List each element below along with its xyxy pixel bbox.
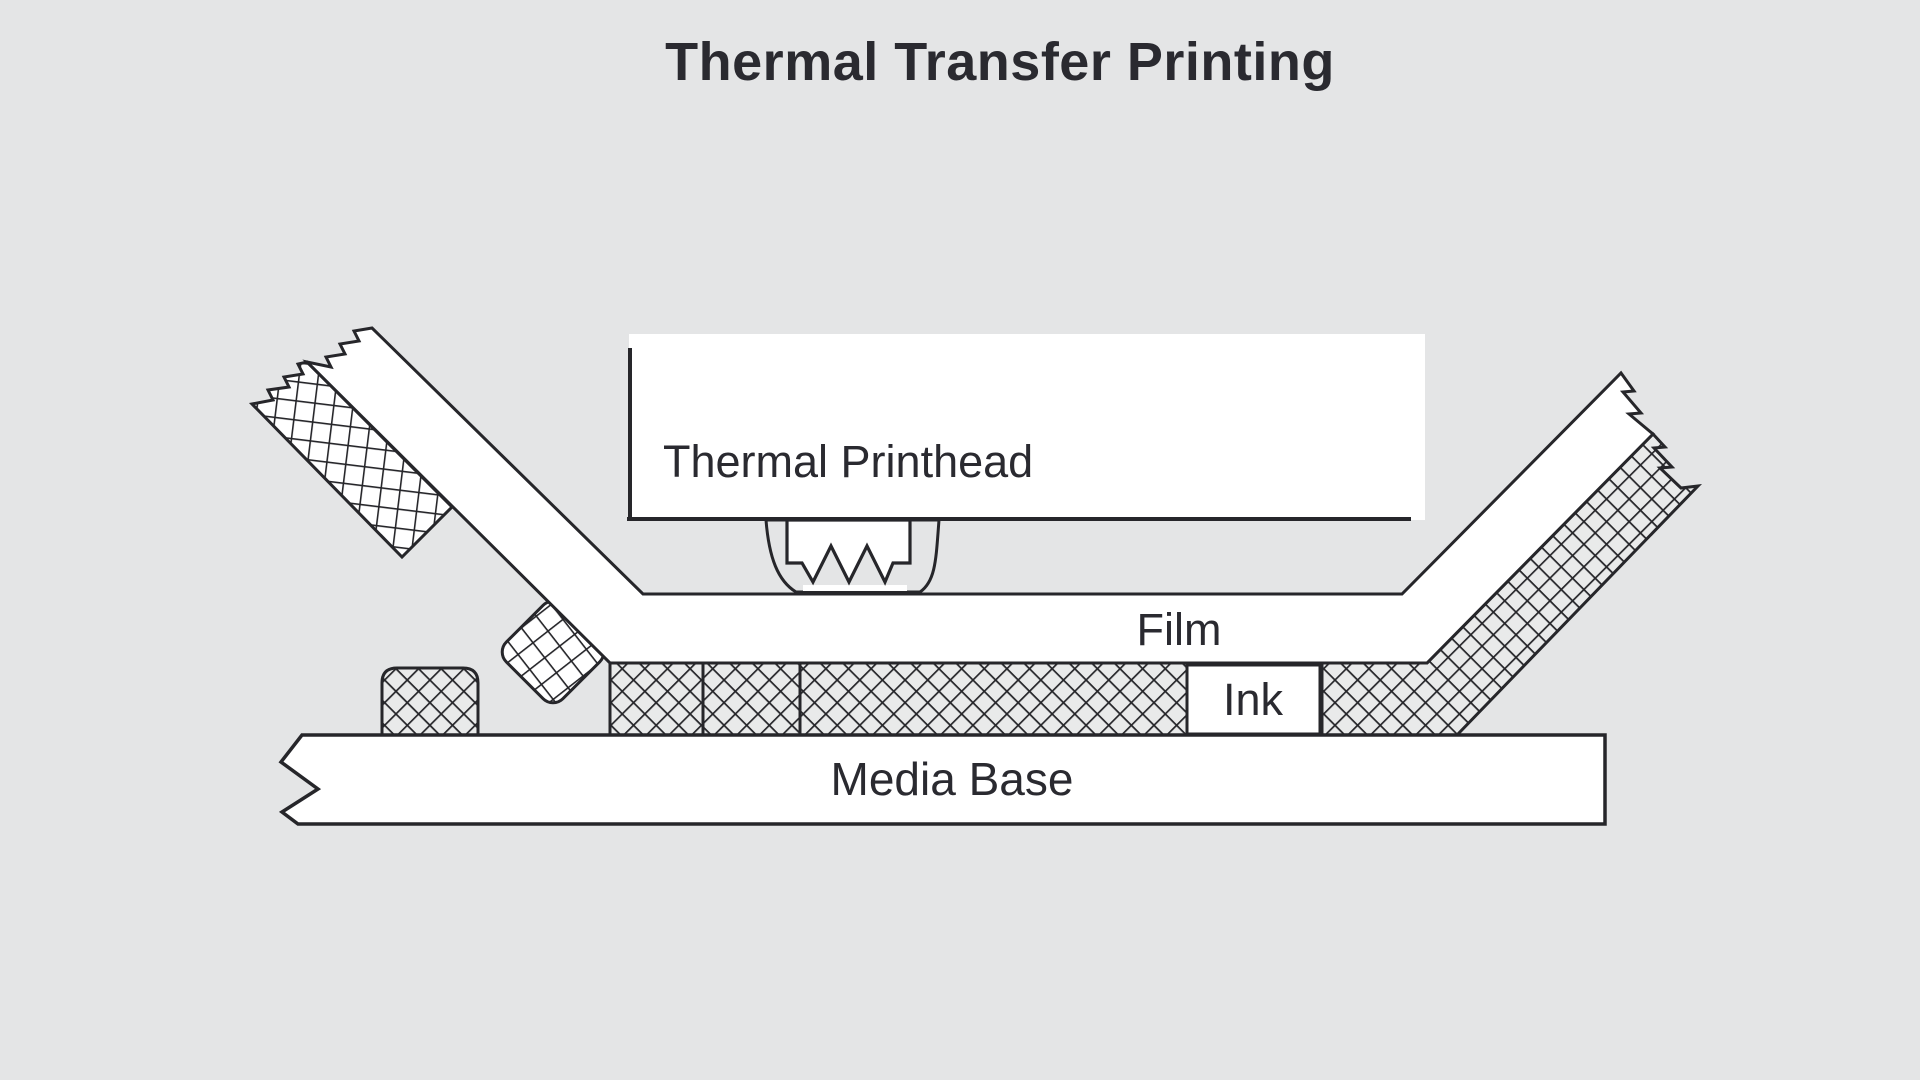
printhead-box-bottom-border (627, 517, 1411, 521)
film-label: Film (1137, 604, 1222, 655)
film-ribbon (302, 326, 1656, 665)
printhead-box (629, 334, 1425, 520)
heater-bump-highlight (803, 585, 907, 591)
ink-coating-segment-3 (798, 661, 1189, 737)
diagram-title: Thermal Transfer Printing (665, 32, 1335, 92)
left-ribbon-ink-band (248, 360, 455, 560)
media-base-label: Media Base (831, 753, 1074, 805)
media-base (278, 733, 1607, 826)
printhead-label: Thermal Printhead (663, 436, 1033, 487)
heater-element-icon (785, 518, 912, 586)
ink-coating-segment-2 (701, 661, 802, 737)
ink-label-box (1185, 663, 1322, 736)
ink-coating-segment-1 (608, 661, 705, 737)
ink-dot (380, 666, 480, 739)
printhead-box-left-border (628, 348, 632, 521)
ink-label: Ink (1223, 674, 1284, 725)
